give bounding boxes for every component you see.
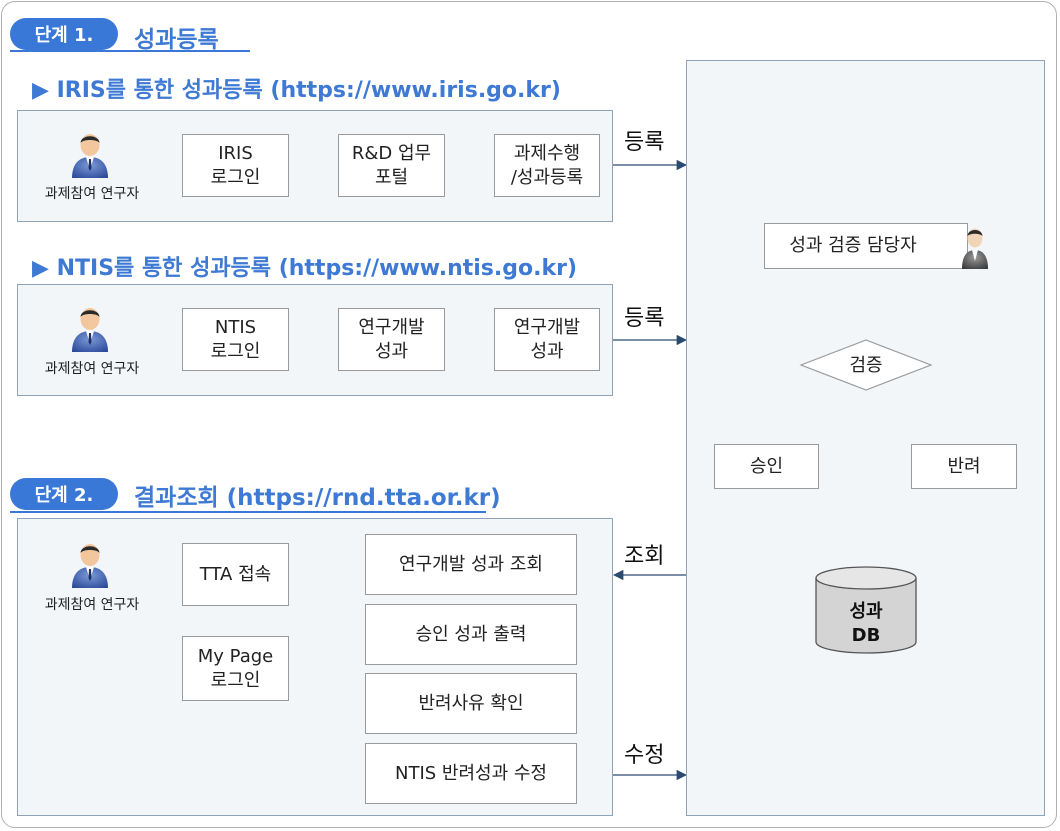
- step1-title: 성과등록: [134, 27, 219, 53]
- ntis-heading: ▶ NTIS를 통한 성과등록 (https://www.ntis.go.kr): [32, 250, 577, 282]
- ntis-result1-line2: 성과: [374, 340, 409, 362]
- triangle-bullet-icon: ▶: [32, 256, 49, 281]
- manager-person-icon: [962, 228, 988, 269]
- iris-heading: ▶ IRIS를 통한 성과등록 (https://www.iris.go.kr): [32, 72, 561, 104]
- ntis-result2-line1: 연구개발: [513, 316, 581, 338]
- lookup-person-label: 과제참여 연구자: [44, 597, 140, 613]
- ntis-result1-line1: 연구개발: [358, 316, 425, 338]
- mypage-login-line1: My Page: [197, 645, 274, 667]
- iris-portal-line2: 포털: [374, 166, 409, 188]
- option-ntis-rejected-edit: NTIS 반려성과 수정: [365, 743, 577, 804]
- step2-title: 결과조회 (https://rnd.tta.or.kr): [134, 485, 501, 511]
- step1-badge: 단계 1.: [10, 18, 118, 50]
- triangle-bullet-icon: ▶: [32, 78, 49, 103]
- db-label: 성과 DB: [815, 600, 917, 648]
- step2-underline: [10, 511, 486, 513]
- ntis-person-label: 과제참여 연구자: [44, 361, 140, 377]
- verification-manager-box: 성과 검증 담당자: [764, 223, 968, 269]
- researcher-person-icon: [72, 544, 108, 588]
- ntis-result2-line2: 성과: [530, 340, 564, 362]
- iris-heading-text: IRIS를 통한 성과등록 (https://www.iris.go.kr): [56, 78, 561, 103]
- tta-access-box: TTA 접속: [182, 543, 289, 606]
- reject-box: 반려: [911, 444, 1017, 489]
- step2-badge: 단계 2.: [10, 478, 118, 510]
- ntis-register-label: 등록: [624, 306, 665, 331]
- edit-label: 수정: [624, 743, 665, 768]
- ntis-login-line2: 로그인: [210, 340, 261, 362]
- iris-register-box: 과제수행/성과등록: [494, 134, 600, 197]
- option-approved-print: 승인 성과 출력: [365, 604, 577, 665]
- view-label: 조회: [624, 544, 665, 569]
- researcher-person-icon: [72, 308, 108, 352]
- iris-login-line1: IRIS: [218, 142, 253, 164]
- option-reject-reason: 반려사유 확인: [365, 673, 577, 734]
- iris-register-label: 등록: [624, 130, 665, 155]
- step1-underline: [10, 50, 250, 52]
- db-label-line2: DB: [851, 625, 881, 646]
- decision-diamond: [799, 339, 933, 391]
- ntis-login-line1: NTIS: [214, 316, 257, 338]
- mypage-login-line2: 로그인: [210, 669, 261, 691]
- approve-box: 승인: [714, 444, 819, 489]
- researcher-person-icon: [72, 134, 108, 178]
- ntis-heading-text: NTIS를 통한 성과등록 (https://www.ntis.go.kr): [56, 256, 578, 281]
- iris-login-line2: 로그인: [210, 166, 261, 188]
- option-result-lookup: 연구개발 성과 조회: [365, 534, 577, 595]
- verification-manager-label: 성과 검증 담당자: [789, 235, 917, 256]
- iris-register-line2: /성과등록: [510, 166, 584, 188]
- verification-panel: [686, 60, 1045, 816]
- iris-register-line1: 과제수행: [513, 142, 581, 164]
- db-label-line1: 성과: [849, 601, 883, 622]
- iris-person-label: 과제참여 연구자: [44, 186, 140, 202]
- results-db-cylinder: [815, 566, 917, 654]
- iris-portal-line1: R&D 업무: [351, 142, 432, 164]
- decision-label: 검증: [849, 355, 883, 376]
